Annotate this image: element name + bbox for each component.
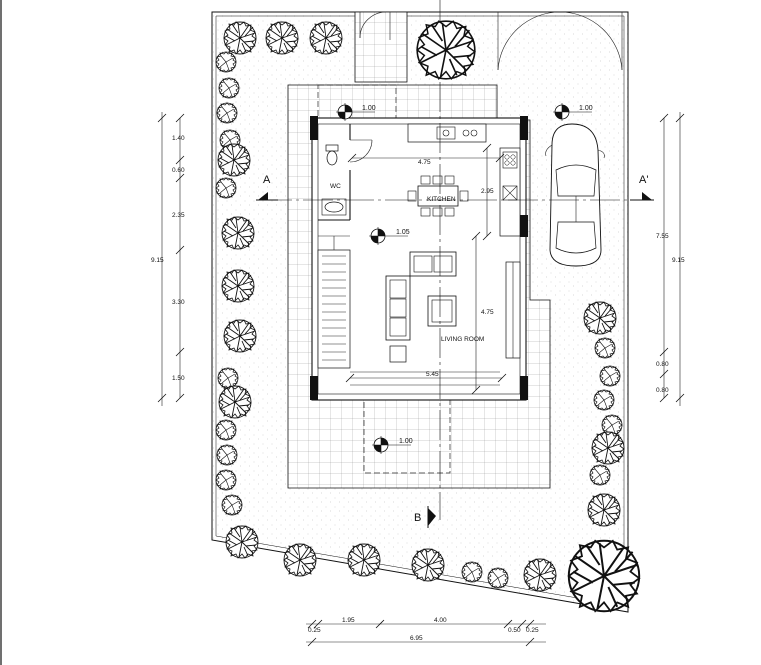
bottom-dim-e: 0.25: [526, 627, 539, 634]
kitchen-label: KITCHEN: [427, 196, 456, 203]
right-dim-d2: 0.80: [656, 387, 669, 394]
left-dim-4: 3.30: [172, 299, 185, 306]
level-living-label: 1.05: [396, 229, 410, 236]
section-a-right-label: A': [639, 174, 648, 186]
left-dim-total: 9.15: [151, 257, 164, 264]
level-top-label: 1.00: [362, 105, 376, 112]
bottom-dim-a: 0.25: [308, 627, 321, 634]
large-tree: [416, 20, 476, 80]
left-dim-3: 2.35: [172, 212, 185, 219]
section-a-left-label: A: [263, 174, 271, 186]
right-dim-total: 9.15: [672, 257, 685, 264]
left-dimension-chain: [157, 112, 185, 406]
level-bottom-label: 1.00: [399, 438, 413, 445]
section-mark-b: [427, 506, 436, 528]
kitchen-width-dim: 4.75: [418, 159, 431, 166]
kitchen-depth-dim: 2.95: [481, 188, 494, 195]
bottom-dimension-chain: [306, 619, 546, 647]
bottom-dim-b: 1.95: [342, 617, 355, 624]
living-width-dim: 5.45: [426, 371, 439, 378]
wc-label: WC: [330, 183, 341, 190]
living-depth-dim: 4.75: [481, 309, 494, 316]
living-room-label: LIVING ROOM: [441, 336, 484, 343]
large-tree-corner: [567, 539, 641, 613]
bottom-dim-c: 4.00: [434, 617, 447, 624]
right-dimension-chain: [659, 112, 685, 406]
level-parking-label: 1.00: [579, 105, 593, 112]
car: [545, 123, 605, 267]
section-mark-a-left: [256, 192, 278, 201]
right-dim-inner: 7.55: [656, 233, 669, 240]
left-dim-1: 1.40: [172, 135, 185, 142]
section-b-label: B: [414, 512, 421, 524]
building: [310, 116, 528, 401]
left-dim-5: 1.50: [172, 375, 185, 382]
section-mark-a-right: [630, 192, 654, 201]
parking-gate: [497, 11, 623, 71]
gate-area: [354, 11, 408, 83]
bottom-dim-total: 6.95: [410, 635, 423, 642]
left-dim-2: 0.60: [172, 167, 185, 174]
right-dim-d1: 0.80: [656, 361, 669, 368]
bottom-dim-d: 0.50: [508, 627, 521, 634]
